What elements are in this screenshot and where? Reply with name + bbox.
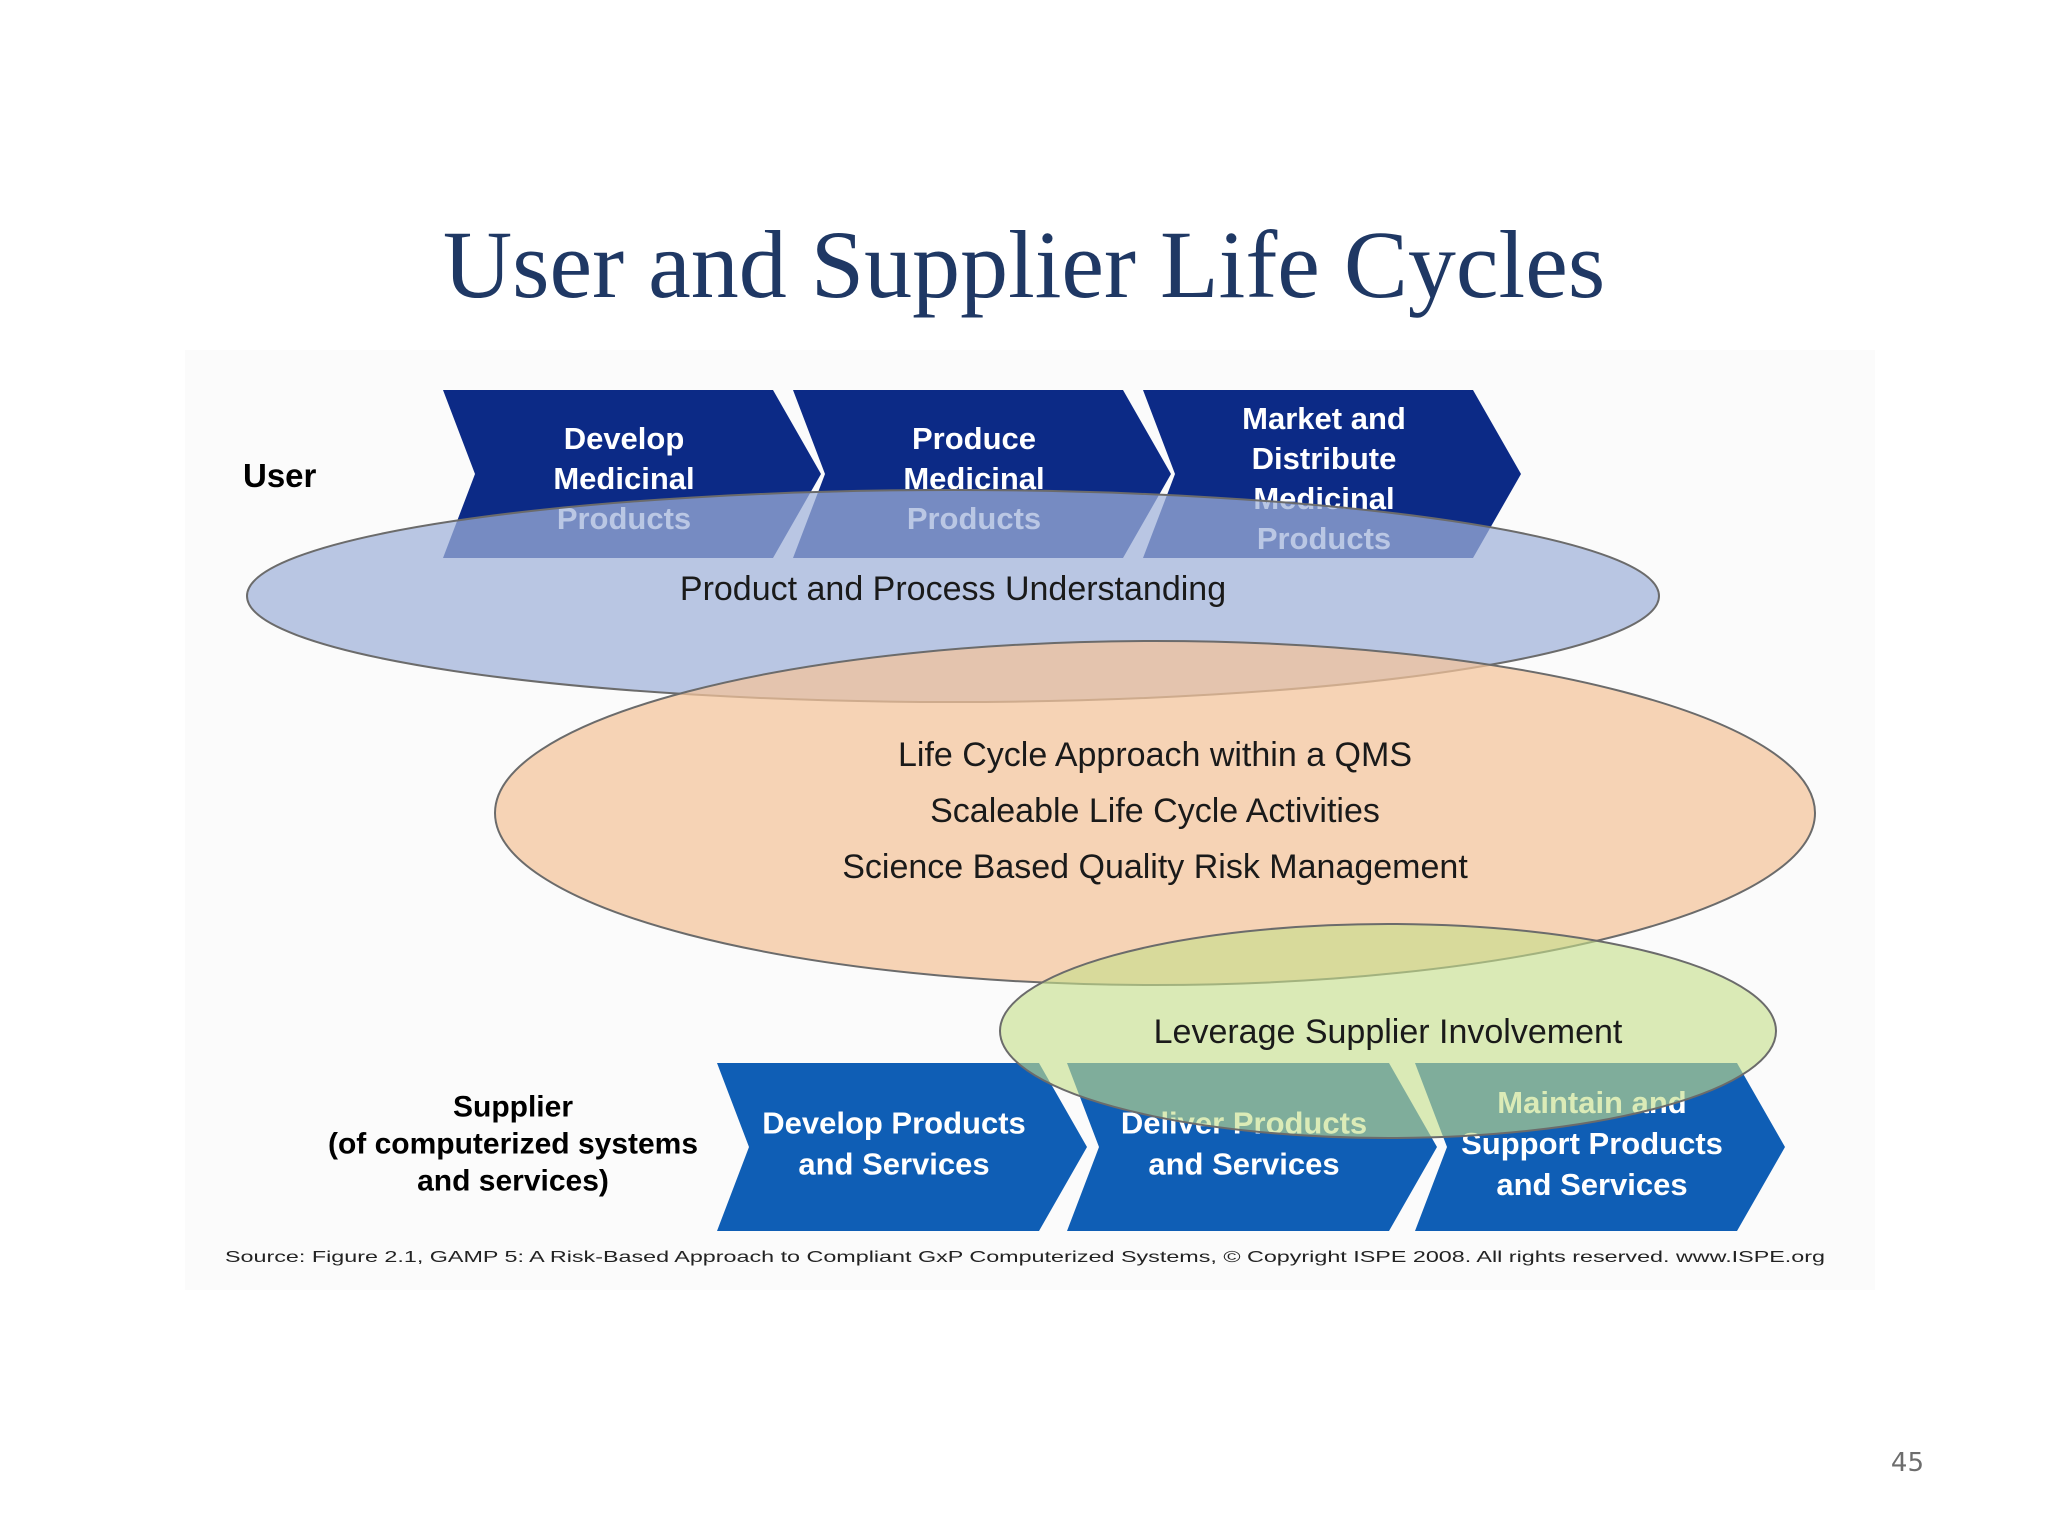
- slide-title: User and Supplier Life Cycles: [442, 211, 1606, 318]
- ellipse-life-cycle-approach-text: Life Cycle Approach within a QMS Scaleabl…: [842, 736, 1468, 886]
- source-note: Source: Figure 2.1, GAMP 5: A Risk-Based…: [225, 1249, 1825, 1266]
- supplier-chevron-1-text: Develop Products and Services: [762, 1105, 1026, 1181]
- supplier-chevron-1: Develop Products and Services: [717, 1063, 1087, 1231]
- text-line: Develop Products: [762, 1105, 1026, 1140]
- text-line: Scaleable Life Cycle Activities: [930, 792, 1380, 830]
- figure-panel: User DevelopMedicinalProducts ProduceMed…: [185, 350, 1875, 1290]
- text-line: Supplier: [453, 1091, 573, 1124]
- text-line: Science Based Quality Risk Management: [842, 848, 1468, 886]
- ellipse-supplier-involvement-shape: [999, 923, 1777, 1139]
- text-line: Product and Process Understanding: [680, 570, 1226, 608]
- text-line: and Services: [798, 1146, 989, 1181]
- ellipse-supplier-involvement-text: Leverage Supplier Involvement: [1154, 1013, 1623, 1051]
- text-line: Develop: [564, 421, 685, 456]
- text-line: Medicinal: [553, 461, 694, 496]
- life-cycle-diagram: User DevelopMedicinalProducts ProduceMed…: [225, 390, 1825, 1266]
- text-line: Distribute: [1252, 441, 1397, 476]
- supplier-label: Supplier (of computerized systems and serv…: [328, 1091, 698, 1198]
- ellipse-supplier-involvement: Leverage Supplier Involvement: [999, 923, 1777, 1139]
- ellipse-product-understanding-text: Product and Process Understanding: [680, 570, 1226, 608]
- text-line: Leverage Supplier Involvement: [1154, 1013, 1623, 1051]
- supplier-chevron-1-shape: [717, 1063, 1087, 1231]
- user-label: User: [243, 457, 317, 494]
- text-line: and Services: [1148, 1146, 1339, 1181]
- text-line: Market and: [1242, 401, 1406, 436]
- text-line: and Services: [1496, 1167, 1687, 1202]
- text-line: (of computerized systems: [328, 1128, 698, 1161]
- text-line: Life Cycle Approach within a QMS: [898, 736, 1412, 774]
- page-number: 45: [1890, 1448, 1924, 1478]
- ellipse-life-cycle-approach: Life Cycle Approach within a QMS Scaleabl…: [494, 640, 1816, 986]
- text-line: and services): [417, 1165, 609, 1198]
- text-line: Produce: [912, 421, 1036, 456]
